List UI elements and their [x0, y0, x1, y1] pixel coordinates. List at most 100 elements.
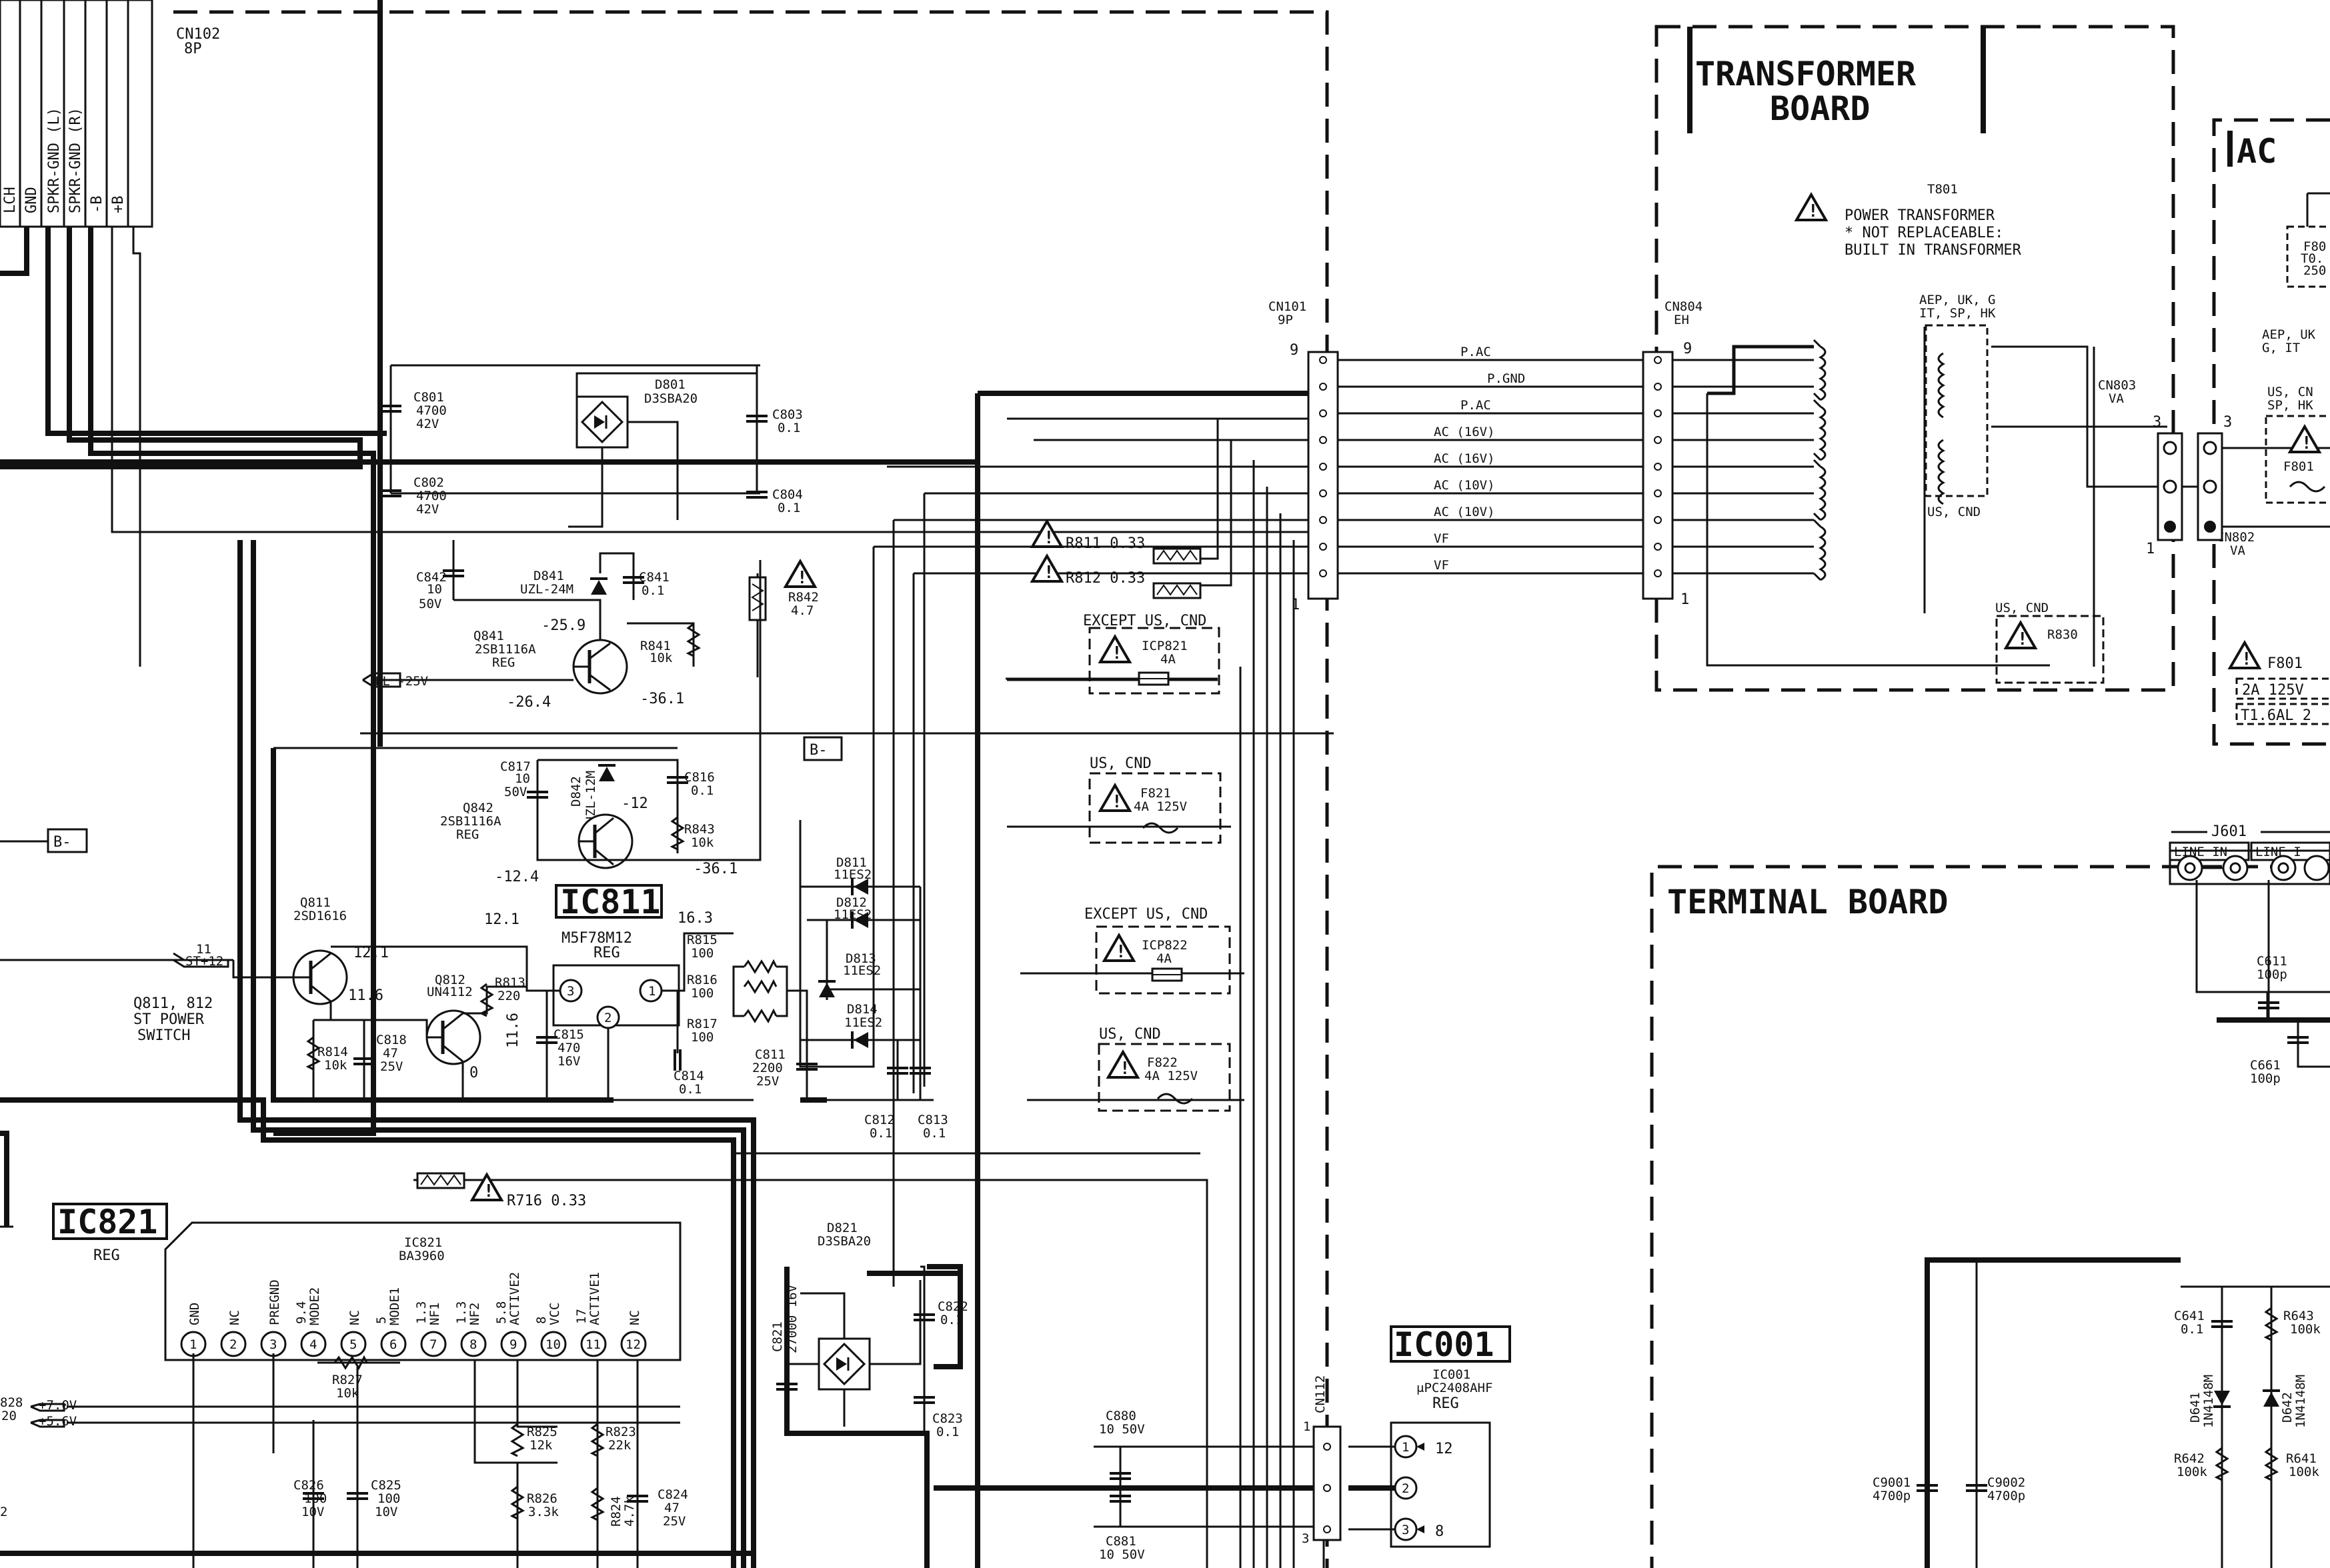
region-it-sp-hk: IT, SP, HK: [1919, 306, 1996, 321]
r817-label: R817: [687, 1017, 718, 1031]
r823-value: 22k: [608, 1438, 632, 1453]
d813-value: 11ES2: [843, 963, 881, 978]
d801-label: D801: [655, 377, 686, 392]
us-cnd-f821-label: US, CND: [1090, 755, 1152, 772]
c661-value: 100p: [2250, 1071, 2281, 1086]
d801-bridge-rectifier: [575, 395, 629, 449]
c822-value: 0.1: [940, 1313, 963, 1327]
r825-label: R825: [527, 1425, 557, 1439]
ic821-pin-name: VCC: [547, 1303, 562, 1325]
cn102-signal-lch: LCH: [2, 187, 19, 213]
q841-regulator-section: C842 10 50V D841 UZL-24M C841 0.1 R841 1…: [362, 540, 819, 711]
region-aep-uk-g: AEP, UK, G: [1919, 293, 1995, 307]
svg-text:EH: EH: [1674, 313, 1689, 327]
cn802-type: VA: [2230, 543, 2245, 558]
svg-text:1: 1: [1402, 1440, 1409, 1455]
harness-line-label: VF: [1434, 531, 1449, 546]
ic821-pin-5: 5NC: [340, 1310, 367, 1357]
c815-label: C815: [553, 1027, 584, 1042]
d814-label: D814: [847, 1002, 878, 1017]
d813-label: D813: [846, 951, 876, 966]
q842-value: 2SB1116A: [440, 814, 501, 829]
ic001-function: REG: [1432, 1395, 1459, 1412]
cn804-pin: [1654, 436, 1662, 444]
harness-line-label: P.AC: [1460, 398, 1491, 413]
d812-label: D812: [836, 895, 867, 910]
q811-812-desc-3: SWITCH: [137, 1027, 190, 1044]
main-wiring: [0, 0, 1334, 1568]
c821-label: C821: [770, 1321, 785, 1352]
ic001-inner-label: IC001: [1432, 1367, 1470, 1382]
t801-note-2: BUILT IN TRANSFORMER: [1845, 242, 2022, 259]
r841-label: R841: [640, 639, 671, 653]
ic811-label: IC811: [560, 883, 661, 921]
c881-label: C881: [1106, 1534, 1136, 1549]
c841-value: 0.1: [642, 583, 664, 598]
r716-label: R716 0.33: [507, 1193, 586, 1209]
cn101-pin: [1319, 543, 1327, 551]
us-cnd-f822-label: US, CND: [1099, 1026, 1161, 1043]
c802-voltage: 42V: [416, 502, 439, 517]
c802-value: 4700: [416, 489, 447, 503]
svg-text:9: 9: [1683, 341, 1692, 357]
c801-label: C801: [413, 390, 444, 405]
ic811-part: M5F78M12: [561, 930, 632, 947]
d642-value: 1N4148M: [2293, 1375, 2308, 1428]
cn101-pin: [1319, 436, 1327, 444]
icp821-fuse: [1138, 671, 1170, 686]
harness-line-label: AC (10V): [1434, 478, 1495, 493]
svg-text:4: 4: [309, 1337, 317, 1352]
r641-label: R641: [2286, 1451, 2317, 1466]
ic821-pin-name: NC: [628, 1310, 642, 1325]
b-minus-tag-2: B-: [47, 828, 88, 853]
cn112-label: CN112: [1313, 1375, 1328, 1413]
r816-value: 100: [691, 986, 714, 1001]
c825-label: C825: [371, 1478, 401, 1493]
cn101-pin: [1319, 516, 1327, 524]
c801-voltage: 42V: [416, 417, 439, 431]
r813-label: R813: [495, 975, 525, 990]
svg-text:1: 1: [2146, 541, 2155, 557]
f801-rating-2: T1.6AL 2: [2241, 707, 2311, 724]
cn804-connector: [1642, 351, 1674, 600]
ic001-pin-8-label: 8: [1435, 1523, 1444, 1540]
cn802-label: CN802: [2217, 530, 2255, 545]
j601-label: J601: [2211, 823, 2247, 840]
c813-value: 0.1: [923, 1126, 946, 1141]
c9002-value: 4700p: [1987, 1489, 2025, 1503]
d811-value: 11ES2: [834, 867, 872, 882]
c814-value: 0.1: [679, 1082, 702, 1097]
r643-label: R643: [2283, 1309, 2314, 1323]
c812-value: 0.1: [870, 1126, 892, 1141]
r843-value: 10k: [691, 835, 714, 850]
r823-label: R823: [606, 1425, 636, 1439]
c815-voltage: 16V: [557, 1054, 580, 1069]
harness-line-label: AC (16V): [1434, 425, 1495, 439]
f821-label: F821: [1140, 786, 1171, 801]
cn101-pin: [1319, 489, 1327, 497]
f801-rating-1: 2A 125V: [2242, 682, 2304, 699]
cn804-pin: [1654, 516, 1662, 524]
c813-label: C813: [918, 1113, 948, 1127]
c817-voltage: 50V: [504, 785, 527, 799]
c9002-label: C9002: [1987, 1475, 2025, 1490]
q842-label: Q842: [463, 801, 493, 815]
svg-text:3: 3: [2223, 414, 2232, 431]
ic821-pin-name: NF2: [467, 1303, 482, 1325]
icp822-fuse: [1151, 967, 1183, 982]
r815-label: R815: [687, 933, 718, 947]
cn101-connector: CN101 9P 9 1: [1268, 299, 1339, 613]
t801-note-1: * NOT REPLACEABLE:: [1845, 225, 2003, 241]
terminal-board-title: TERMINAL BOARD: [1667, 883, 1948, 921]
ac-board-border: [2212, 118, 2330, 746]
d801-value: D3SBA20: [644, 391, 698, 406]
f822-value: 4A 125V: [1144, 1069, 1198, 1083]
ic001-pin-12-label: 12: [1435, 1441, 1453, 1457]
svg-text:F801: F801: [2283, 459, 2314, 474]
voltage-minus-36-1: -36.1: [640, 691, 684, 707]
c816-label: C816: [684, 770, 715, 785]
svg-text:2: 2: [1402, 1481, 1409, 1496]
c804-label: C804: [772, 487, 803, 502]
transformer-board-title-1: TRANSFORMER: [1695, 55, 1917, 93]
